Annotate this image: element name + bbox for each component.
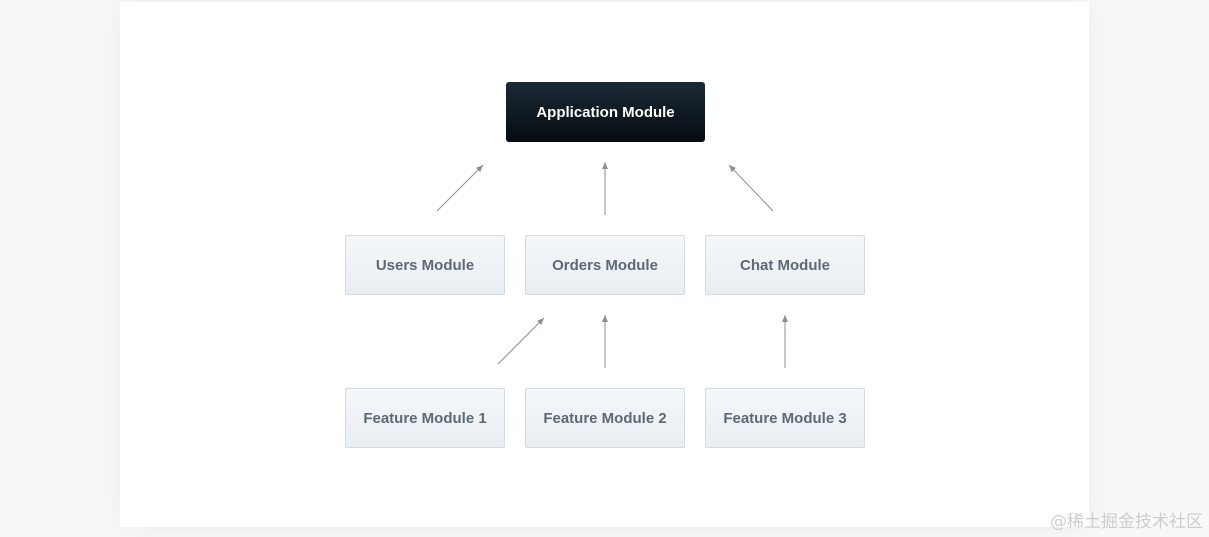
watermark-text: @稀土掘金技术社区 <box>1050 512 1203 532</box>
arrow-feature1-to-orders <box>497 317 545 365</box>
feature-module-3-node: Feature Module 3 <box>705 388 865 448</box>
feature-module-2-node: Feature Module 2 <box>525 388 685 448</box>
users-module-node: Users Module <box>345 235 505 295</box>
application-module-node: Application Module <box>506 82 705 142</box>
orders-module-node: Orders Module <box>525 235 685 295</box>
arrow-chat-to-application <box>728 164 774 212</box>
feature-module-1-node: Feature Module 1 <box>345 388 505 448</box>
arrow-users-to-application <box>436 164 484 212</box>
chat-module-node: Chat Module <box>705 235 865 295</box>
